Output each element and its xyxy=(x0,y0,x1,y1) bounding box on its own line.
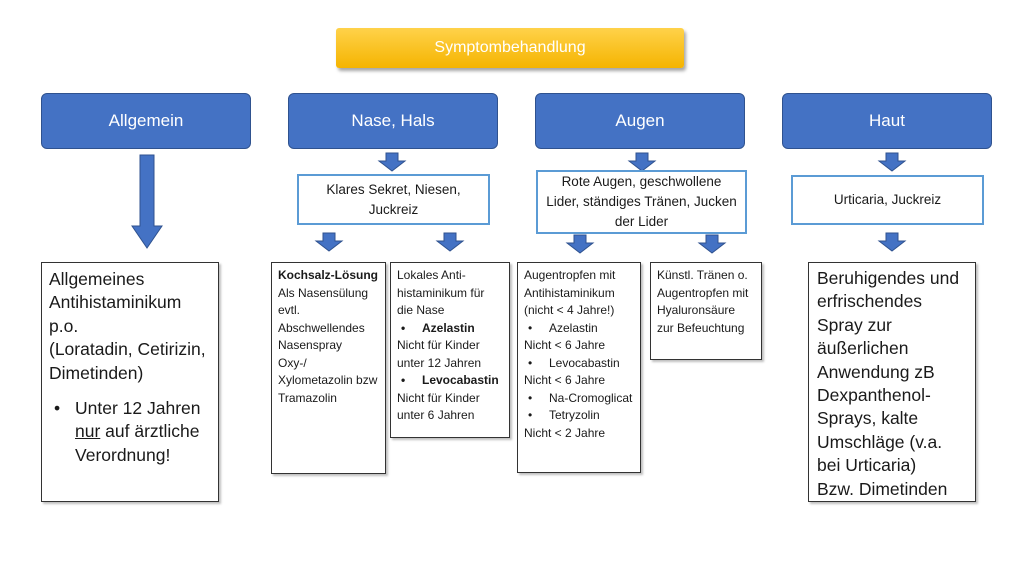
lokal-note1: Nicht für Kinder unter 12 Jahren xyxy=(397,338,482,370)
kochsalz-line2: evtl. Abschwellendes Nasenspray xyxy=(278,303,365,352)
down-arrow-icon xyxy=(627,152,657,172)
augentropfen-bullet-azelastin: Azelastin xyxy=(524,320,634,338)
down-arrow-icon xyxy=(435,232,465,252)
detail-haut: Beruhigendes und erfrischendes Spray zur… xyxy=(808,262,976,502)
category-nase-hals: Nase, Hals xyxy=(288,93,498,149)
category-haut: Haut xyxy=(782,93,992,149)
category-augen: Augen xyxy=(535,93,745,149)
augentropfen-bullet-tetryzolin: Tetryzolin xyxy=(524,407,634,425)
lokal-heading: Lokales Anti-histaminikum für die Nase xyxy=(397,268,485,317)
down-arrow-icon xyxy=(314,232,344,252)
augentropfen-heading: Augentropfen mit Antihistaminikum (nicht… xyxy=(524,268,616,317)
category-allgemein: Allgemein xyxy=(41,93,251,149)
symptom-treatment-banner: Symptombehandlung xyxy=(336,28,684,68)
subheading-nase: Klares Sekret, Niesen, Juckreiz xyxy=(297,174,490,225)
lokal-bullet-azelastin: Azelastin xyxy=(397,320,503,338)
allgemein-line1: Allgemeines Antihistaminikum p.o. xyxy=(49,269,182,336)
down-arrow-icon xyxy=(377,152,407,172)
kochsalz-line3: Oxy-/ Xylometazolin bzw Tramazolin xyxy=(278,355,378,405)
augentropfen-note2: Nicht < 6 Jahre xyxy=(524,373,606,387)
subheading-augen: Rote Augen, geschwollene Lider, ständige… xyxy=(536,170,747,234)
augentropfen-note1: Nicht < 6 Jahre xyxy=(524,338,606,352)
augentropfen-bullet-na-cromoglicat: Na-Cromoglicat xyxy=(524,390,634,408)
augentropfen-bullet-levocabastin: Levocabastin xyxy=(524,355,634,373)
down-arrow-icon xyxy=(877,152,907,172)
allgemein-line2: (Loratadin, Cetirizin, Dimetinden) xyxy=(49,339,206,383)
detail-augentropfen: Augentropfen mit Antihistaminikum (nicht… xyxy=(517,262,641,473)
haut-last: Bzw. Dimetinden xyxy=(817,478,948,499)
lokal-note2: Nicht für Kinder unter 6 Jahren xyxy=(397,390,480,423)
detail-allgemein: Allgemeines Antihistaminikum p.o. (Lorat… xyxy=(41,262,219,502)
kochsalz-heading: Kochsalz-Lösung xyxy=(278,268,379,282)
allgemein-bullet: Unter 12 Jahren nur auf ärztliche Verord… xyxy=(49,397,211,467)
lokal-bullet-levocabastin: Levocabastin xyxy=(397,372,503,390)
subheading-haut: Urticaria, Juckreiz xyxy=(791,175,984,225)
long-down-arrow-icon xyxy=(131,154,163,249)
detail-kuenstl-traenen: Künstl. Tränen o. Augentropfen mit Hyalu… xyxy=(650,262,762,360)
detail-lokales-antihistaminikum: Lokales Anti-histaminikum für die Nase A… xyxy=(390,262,510,438)
kochsalz-line1: Als Nasensülung xyxy=(278,285,369,300)
haut-text: Beruhigendes und erfrischendes Spray zur… xyxy=(817,268,960,476)
down-arrow-icon xyxy=(565,234,595,254)
down-arrow-icon xyxy=(877,232,907,252)
down-arrow-icon xyxy=(697,234,727,254)
detail-kochsalz: Kochsalz-Lösung Als Nasensülung evtl. Ab… xyxy=(271,262,386,474)
augentropfen-note4: Nicht < 2 Jahre xyxy=(524,425,606,440)
